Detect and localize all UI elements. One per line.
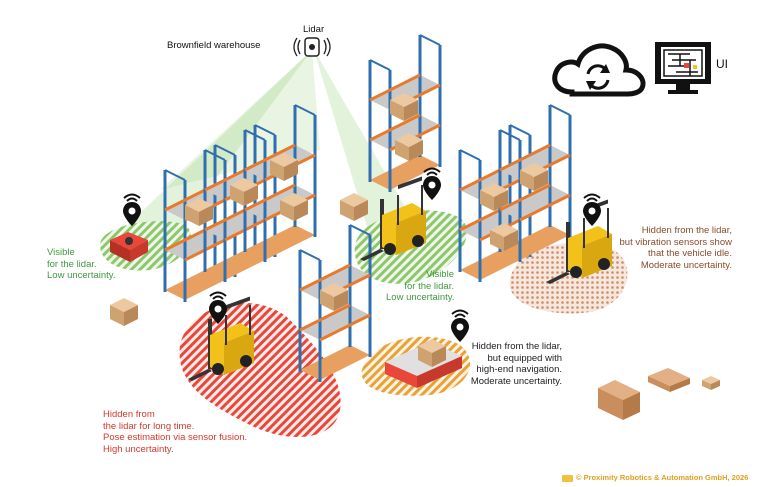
location-pin-icon [582, 193, 602, 227]
copyright-logo-icon [562, 474, 573, 482]
copyright-notice: © Proximity Robotics & Automation GmbH, … [562, 473, 748, 482]
mobile-robot [110, 232, 148, 262]
annotation-robot-visible: Visible for the lidar. Low uncertainty. [47, 247, 116, 281]
annotation-forklift-hidden: Hidden from the lidar for long time. Pos… [103, 409, 248, 455]
small-box [702, 376, 720, 390]
location-pin-icon [450, 309, 470, 343]
monitor-map-icon [655, 42, 711, 94]
ui-label: UI [716, 57, 728, 71]
pallet-boxes [110, 298, 138, 326]
agv-vehicle [385, 339, 462, 388]
annotation-forklift-visible: Visible for the lidar. Low uncertainty. [386, 269, 455, 303]
copyright-text: © Proximity Robotics & Automation GmbH, … [576, 473, 749, 482]
pallet-stack [598, 380, 640, 420]
lidar-label: Lidar [303, 24, 325, 35]
location-pin-icon [422, 167, 442, 201]
lidar-sensor-icon [293, 37, 331, 57]
annotation-agv-hidden: Hidden from the lidar, but equipped with… [470, 341, 562, 387]
annotation-vibration-idle: Hidden from the lidar, but vibration sen… [619, 225, 732, 271]
pallet [648, 368, 690, 392]
cloud-sync-icon [552, 43, 646, 97]
diagram-title: Brownfield warehouse [167, 40, 261, 51]
